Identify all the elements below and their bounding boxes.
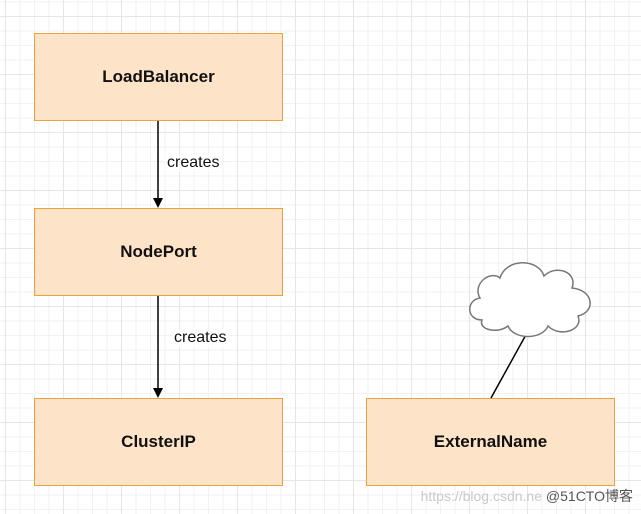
node-cluster-ip: ClusterIP [34,398,283,486]
node-external-name-label: ExternalName [433,432,548,451]
cloud-icon [469,262,591,338]
node-external-name: ExternalName [366,398,615,486]
node-load-balancer: LoadBalancer [34,33,283,121]
node-node-port: NodePort [34,208,283,296]
node-cluster-ip-label: ClusterIP [121,432,196,451]
node-node-port-label: NodePort [120,242,197,261]
watermark-url: https://blog.csdn.ne [420,488,543,504]
edge-label-np-cip: creates [172,329,229,347]
edge-label-lb-np: creates [165,154,222,172]
node-load-balancer-label: LoadBalancer [102,67,215,86]
watermark-brand: @51CTO博客 [545,488,633,504]
watermark: https://blog.csdn.ne @51CTO博客 [421,486,633,506]
